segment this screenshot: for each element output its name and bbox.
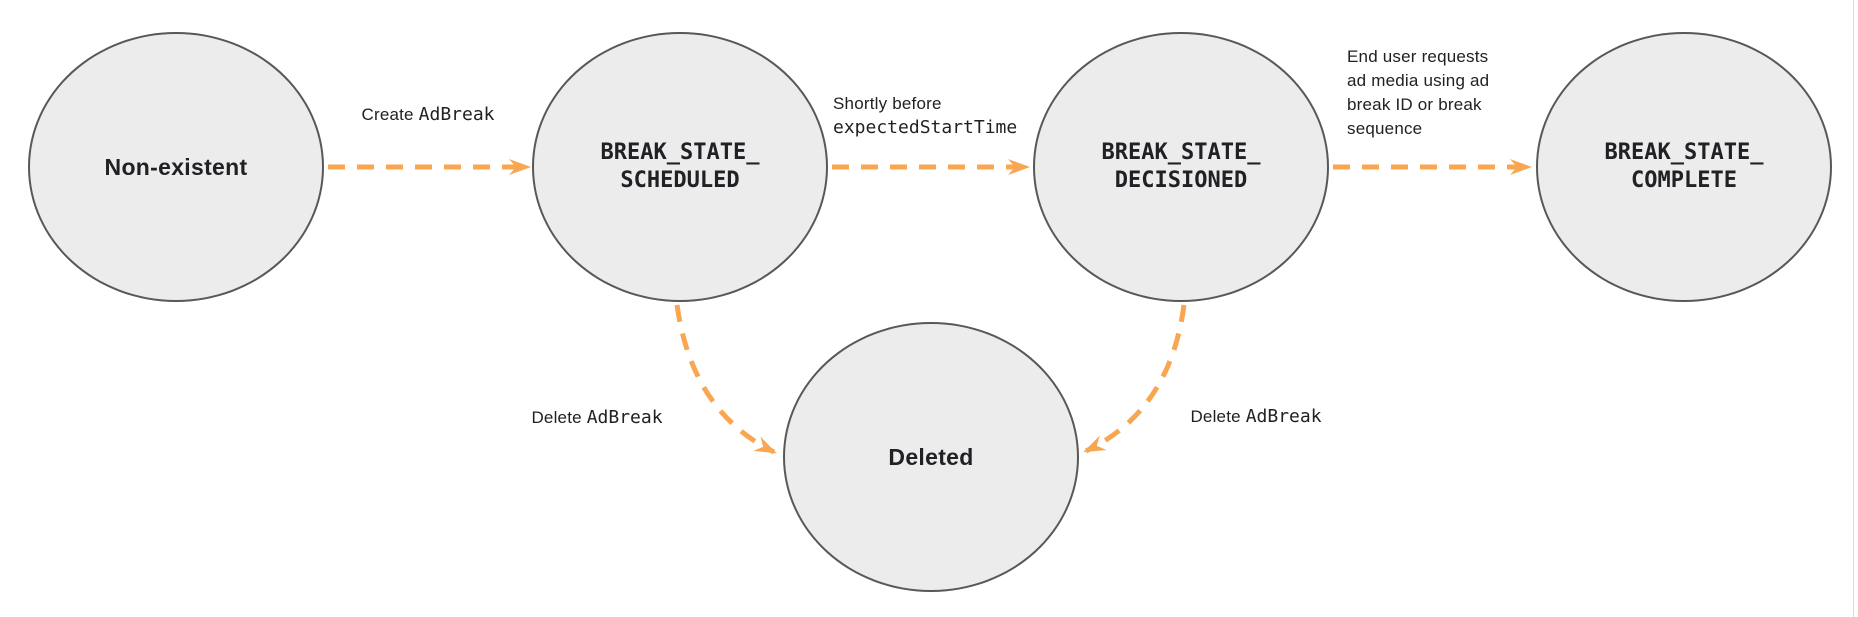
state-scheduled-label-line2: SCHEDULED [620,168,740,193]
label-delete-adbreak-left: Delete AdBreak [531,406,662,430]
label-shortly-before: Shortly before expectedStartTime [833,92,1017,140]
label-delete-adbreak-right-code: AdBreak [1245,406,1322,427]
state-deleted-label: Deleted [888,444,974,470]
state-complete-label-line2: COMPLETE [1631,168,1737,193]
arrow-delete-from-scheduled [674,304,777,455]
state-complete-label-line1: BREAK_STATE_ [1604,140,1764,165]
state-deleted: Deleted [783,322,1079,592]
arrow-delete-from-decisioned [1083,304,1187,454]
label-delete-adbreak-right-plain: Delete [1190,407,1246,426]
label-create-adbreak-plain: Create [361,105,419,124]
label-end-user-request: End user requests ad media using ad brea… [1347,45,1489,141]
label-create-adbreak: Create AdBreak [361,103,494,127]
label-shortly-before-code: expectedStartTime [833,117,1018,138]
label-end-user-request-line3: break ID or break [1347,95,1482,114]
label-shortly-before-plain: Shortly before [833,94,942,113]
state-decisioned-label-line1: BREAK_STATE_ [1101,140,1261,165]
label-create-adbreak-code: AdBreak [418,104,495,125]
state-break-state-decisioned: BREAK_STATE_ DECISIONED [1033,32,1329,302]
state-non-existent-label: Non-existent [104,154,248,180]
label-delete-adbreak-left-plain: Delete [531,408,587,427]
label-end-user-request-line1: End user requests [1347,47,1489,66]
label-end-user-request-line2: ad media using ad [1347,71,1490,90]
state-break-state-complete: BREAK_STATE_ COMPLETE [1536,32,1832,302]
page-edge-line [1853,0,1854,617]
state-non-existent: Non-existent [28,32,324,302]
state-break-state-scheduled: BREAK_STATE_ SCHEDULED [532,32,828,302]
label-end-user-request-line4: sequence [1347,119,1423,138]
label-delete-adbreak-right: Delete AdBreak [1190,405,1321,429]
state-scheduled-label-line1: BREAK_STATE_ [600,140,760,165]
state-decisioned-label-line2: DECISIONED [1114,168,1248,193]
label-delete-adbreak-left-code: AdBreak [586,407,663,428]
